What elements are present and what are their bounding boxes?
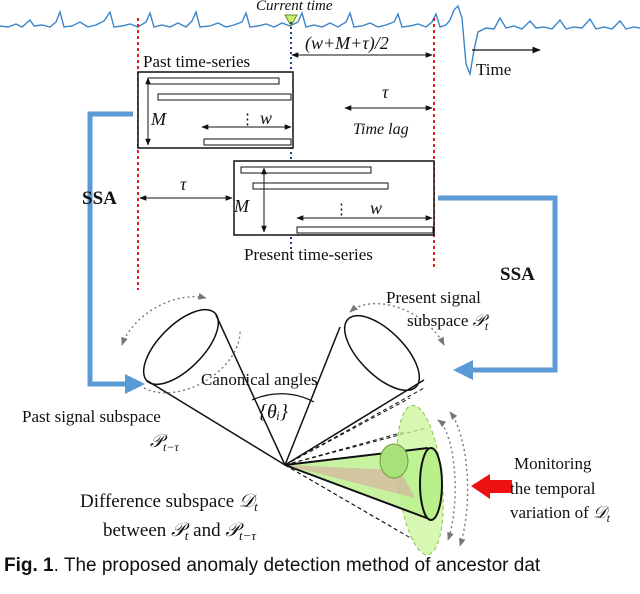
past-subspace-cone bbox=[121, 293, 286, 466]
present-m-label: M bbox=[233, 196, 250, 216]
ssa-right-connector bbox=[438, 195, 558, 380]
present-w-label: w bbox=[370, 198, 382, 218]
past-window-row bbox=[147, 77, 280, 85]
past-subspace-line1: Past signal subspace bbox=[22, 407, 161, 426]
present-window-row bbox=[252, 182, 389, 190]
theta-label: {θᵢ} bbox=[259, 401, 288, 423]
present-subspace-cone bbox=[284, 302, 445, 466]
present-dots: ⋮ bbox=[334, 202, 349, 218]
present-window-row bbox=[296, 226, 434, 234]
past-w-label: w bbox=[260, 108, 272, 128]
time-series-signal bbox=[0, 4, 640, 77]
ssa-right-label: SSA bbox=[500, 264, 535, 285]
present-tau-label: τ bbox=[180, 174, 187, 194]
present-window-row bbox=[240, 166, 372, 174]
ssa-left-label: SSA bbox=[82, 188, 117, 209]
monitoring-line1: Monitoring bbox=[514, 454, 592, 473]
current-time-label: Current time bbox=[256, 0, 333, 14]
past-window-row bbox=[203, 138, 292, 146]
past-series-title: Past time-series bbox=[143, 52, 250, 71]
monitoring-line3: variation of 𝒟t bbox=[510, 503, 611, 525]
canonical-angle-arc bbox=[251, 393, 315, 403]
current-time-marker bbox=[284, 14, 298, 28]
past-window-row bbox=[157, 93, 292, 101]
present-subspace-line1: Present signal bbox=[386, 288, 481, 307]
past-hankel-matrix bbox=[137, 71, 294, 149]
past-m-label: M bbox=[150, 109, 167, 129]
difference-subspace-cone bbox=[284, 404, 469, 556]
ssa-left-connector bbox=[87, 111, 145, 394]
window-formula: (w+M+τ)/2 bbox=[305, 33, 389, 54]
past-dots: ⋮ bbox=[240, 112, 255, 128]
present-series-title: Present time-series bbox=[244, 245, 373, 264]
monitoring-arrow bbox=[471, 474, 512, 499]
caption-label: Fig. 1 bbox=[4, 555, 54, 576]
time-lag-label: Time lag bbox=[353, 121, 409, 138]
time-lag-tau: τ bbox=[382, 82, 389, 102]
canonical-angles-label: Canonical angles bbox=[201, 370, 318, 389]
caption-text: . The proposed anomaly detection method … bbox=[53, 555, 541, 576]
difference-subspace-line2: between 𝒫t and 𝒫t−τ bbox=[103, 520, 257, 543]
monitoring-line2: the temporal bbox=[510, 479, 596, 498]
time-axis-label: Time bbox=[476, 60, 511, 79]
figure-caption: Fig. 1. The proposed anomaly detection m… bbox=[4, 555, 640, 577]
difference-subspace-line1: Difference subspace 𝒟t bbox=[80, 491, 258, 514]
present-subspace-line2: subspace 𝒫t bbox=[407, 311, 490, 333]
past-subspace-symbol: 𝒫t−τ bbox=[150, 431, 179, 454]
